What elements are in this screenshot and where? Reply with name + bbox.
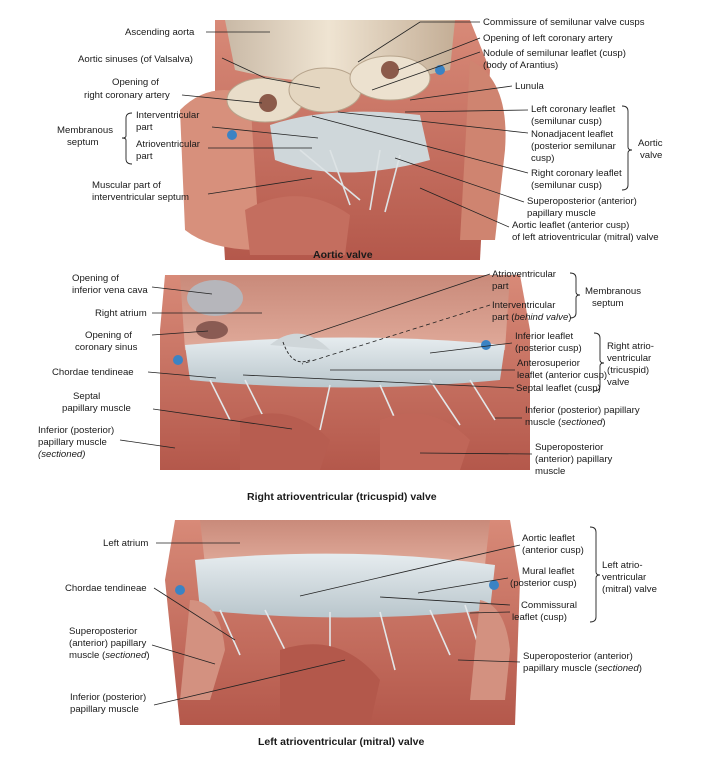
label-iv-part-line1: Interventricular	[492, 300, 556, 311]
label-septal-papillary-line2: papillary muscle	[62, 403, 131, 414]
label-membranous-septum2-line2: septum	[592, 298, 623, 309]
label-muscular-part-line1: Muscular part of	[92, 180, 161, 191]
label-nodule-line1: Nodule of semilunar leaflet (cusp)	[483, 48, 626, 59]
label-av-part-line2: part	[492, 281, 509, 292]
label-nodule-line2: (body of Arantius)	[483, 60, 558, 71]
label-superoposterior-right-line1: Superoposterior (anterior)	[523, 651, 633, 662]
label-interventricular-part-line1: Interventricular	[136, 110, 200, 121]
label-aortic-leaflet-line1: Aortic leaflet	[522, 533, 575, 544]
label-commissural-leaflet-line1: Commissural	[521, 600, 577, 611]
label-septal-papillary-line1: Septal	[73, 391, 100, 402]
label-inferior-papillary-mitral-line1: Inferior (posterior)	[70, 692, 146, 703]
label-superoposterior-left-line1: Superoposterior	[69, 626, 138, 637]
label-inferior-leaflet-line2: (posterior cusp)	[515, 343, 582, 354]
label-aortic-leaflet-mitral-line1: Aortic leaflet (anterior cusp)	[512, 220, 629, 231]
label-mitral-valve-line1: Left atrio-	[602, 560, 643, 571]
label-inferior-papillary-line2: papillary muscle	[38, 437, 107, 448]
label-mural-leaflet-line1: Mural leaflet	[522, 566, 575, 577]
label-left-coronary-leaflet-line1: Left coronary leaflet	[531, 104, 616, 115]
label-membranous-septum-line1: Membranous	[57, 125, 113, 136]
label-superoposterior-papillary2-line1: Superoposterior	[535, 442, 604, 453]
caption-aortic-valve: Aortic valve	[313, 249, 373, 261]
label-right-coronary-leaflet-line2: (semilunar cusp)	[531, 180, 602, 191]
label-inferior-papillary-line3: (sectioned)	[38, 449, 85, 460]
label-superoposterior-papillary-line2: papillary muscle	[527, 208, 596, 219]
label-membranous-septum2-line1: Membranous	[585, 286, 641, 297]
label-inferior-posterior-papillary-line1: Inferior (posterior) papillary	[525, 405, 640, 416]
label-tricuspid-valve-line2: ventricular	[607, 353, 652, 364]
label-aortic-leaflet-line2: (anterior cusp)	[522, 545, 584, 556]
label-muscular-part-line2: interventricular septum	[92, 192, 189, 203]
label-anterosuperior-leaflet-line2: leaflet (anterior cusp)	[517, 370, 607, 381]
label-aortic-valve-line1: Aortic	[638, 138, 663, 149]
label-nonadjacent-leaflet-line1: Nonadjacent leaflet	[531, 129, 613, 140]
label-superoposterior-left-line2: (anterior) papillary	[69, 638, 147, 649]
label-lunula: Lunula	[515, 81, 544, 92]
label-superoposterior-left-line3: muscle (sectioned)	[69, 650, 150, 661]
label-superoposterior-papillary2-line3: muscle	[535, 466, 565, 477]
label-atrioventricular-part-line1: Atrioventricular	[136, 139, 201, 150]
label-tricuspid-valve-line3: (tricuspid)	[607, 365, 649, 376]
label-septal-leaflet: Septal leaflet (cusp)	[516, 383, 601, 394]
caption-tricuspid-valve: Right atrioventricular (tricuspid) valve	[247, 491, 437, 503]
label-left-atrium: Left atrium	[103, 538, 148, 549]
mitral-valve-illustration	[165, 520, 520, 725]
label-opening-rca-line1: Opening of	[112, 77, 159, 88]
label-inferior-leaflet-line1: Inferior leaflet	[515, 331, 573, 342]
label-ascending-aorta: Ascending aorta	[125, 27, 195, 38]
label-superoposterior-papillary2-line2: (anterior) papillary	[535, 454, 613, 465]
label-mitral-valve-line3: (mitral) valve	[602, 584, 657, 595]
label-inferior-papillary-mitral-line2: papillary muscle	[70, 704, 139, 715]
label-commissure: Commissure of semilunar valve cusps	[483, 17, 645, 28]
label-inferior-posterior-papillary-line2: muscle (sectioned)	[525, 417, 606, 428]
label-chordae-tendineae-mitral: Chordae tendineae	[65, 583, 147, 594]
label-superoposterior-right-line2: papillary muscle (sectioned)	[523, 663, 642, 674]
label-ivc-line2: inferior vena cava	[72, 285, 148, 296]
label-av-part-line1: Atrioventricular	[492, 269, 557, 280]
caption-mitral-valve: Left atrioventricular (mitral) valve	[258, 736, 424, 748]
label-tricuspid-valve-line4: valve	[607, 377, 629, 388]
label-membranous-septum-line2: septum	[67, 137, 98, 148]
label-chordae-tendineae: Chordae tendineae	[52, 367, 134, 378]
label-right-atrium: Right atrium	[95, 308, 147, 319]
label-aortic-valve-line2: valve	[640, 150, 662, 161]
label-anterosuperior-leaflet-line1: Anterosuperior	[517, 358, 581, 369]
label-inferior-papillary-line1: Inferior (posterior)	[38, 425, 114, 436]
label-iv-part-line2: part (behind valve)	[492, 312, 571, 323]
label-aortic-sinuses: Aortic sinuses (of Valsalva)	[78, 54, 193, 65]
label-nonadjacent-leaflet-line3: cusp)	[531, 153, 554, 164]
label-atrioventricular-part-line2: part	[136, 151, 153, 162]
label-coronary-sinus-line1: Opening of	[85, 330, 132, 341]
label-aortic-leaflet-mitral-line2: of left atrioventricular (mitral) valve	[512, 232, 659, 243]
label-tricuspid-valve-line1: Right atrio-	[607, 341, 654, 352]
label-commissural-leaflet-line2: leaflet (cusp)	[512, 612, 567, 623]
label-opening-lca: Opening of left coronary artery	[483, 33, 613, 44]
label-superoposterior-papillary-line1: Superoposterior (anterior)	[527, 196, 637, 207]
label-nonadjacent-leaflet-line2: (posterior semilunar	[531, 141, 617, 152]
label-left-coronary-leaflet-line2: (semilunar cusp)	[531, 116, 602, 127]
leader-lines	[119, 21, 633, 706]
label-ivc-line1: Opening of	[72, 273, 119, 284]
tricuspid-valve-illustration	[160, 275, 530, 470]
label-mural-leaflet-line2: (posterior cusp)	[510, 578, 577, 589]
label-opening-rca-line2: right coronary artery	[84, 90, 170, 101]
label-mitral-valve-line2: ventricular	[602, 572, 647, 583]
label-coronary-sinus-line2: coronary sinus	[75, 342, 138, 353]
label-right-coronary-leaflet-line1: Right coronary leaflet	[531, 168, 622, 179]
aortic-valve-illustration	[180, 20, 506, 260]
label-interventricular-part-line2: part	[136, 122, 153, 133]
